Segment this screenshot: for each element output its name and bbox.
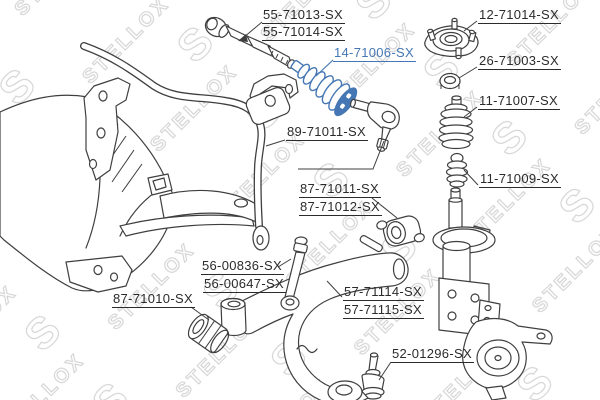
subframe-drawing	[0, 77, 262, 293]
part-label-11-71009-SX[interactable]: 11-71009-SX	[479, 171, 561, 188]
part-label-57-71114-SX[interactable]: 57-71114-SX	[343, 284, 424, 301]
part-label-89-71011-SX[interactable]: 89-71011-SX	[286, 124, 368, 141]
part-label-56-00647-SX[interactable]: 56-00647-SX	[203, 276, 286, 293]
part-label-87-71011-SX[interactable]: 87-71011-SX	[299, 181, 381, 198]
part-label-55-71013-SX[interactable]: 55-71013-SX	[262, 7, 345, 24]
part-label-11-71007-SX[interactable]: 11-71007-SX	[478, 93, 560, 110]
part-label-87-71012-SX[interactable]: 87-71012-SX	[299, 199, 382, 216]
part-label-56-00836-SX[interactable]: 56-00836-SX	[201, 258, 284, 275]
part-label-26-71003-SX[interactable]: 26-71003-SX	[478, 53, 561, 70]
part-label-52-01296-SX[interactable]: 52-01296-SX	[391, 346, 474, 363]
strut-mount-drawing	[424, 17, 479, 60]
strut-dust-boot-drawing	[438, 95, 474, 150]
bump-stop-drawing	[445, 152, 469, 188]
stabilizer-bar-drawing	[80, 42, 270, 251]
arm-rear-bushing-drawing	[359, 215, 425, 253]
strut-nut-drawing	[439, 72, 461, 90]
mount-studs	[426, 17, 477, 60]
part-label-14-71006-SX[interactable]: 14-71006-SX	[333, 45, 416, 62]
part-label-87-71010-SX[interactable]: 87-71010-SX	[112, 291, 195, 308]
ball-joint-drawing	[361, 352, 385, 400]
part-label-57-71115-SX[interactable]: 57-71115-SX	[343, 302, 424, 319]
part-label-55-71014-SX[interactable]: 55-71014-SX	[262, 24, 345, 41]
steering-boot-drawing[interactable]	[283, 50, 360, 119]
stabilizer-bushing-bracket-drawing	[245, 73, 299, 125]
arm-front-bushing-drawing	[187, 313, 230, 354]
part-label-12-71014-SX[interactable]: 12-71014-SX	[478, 7, 561, 24]
leader-lines	[190, 20, 479, 381]
steering-knuckle-drawing	[462, 299, 553, 400]
stabilizer-link-drawing	[280, 236, 308, 311]
